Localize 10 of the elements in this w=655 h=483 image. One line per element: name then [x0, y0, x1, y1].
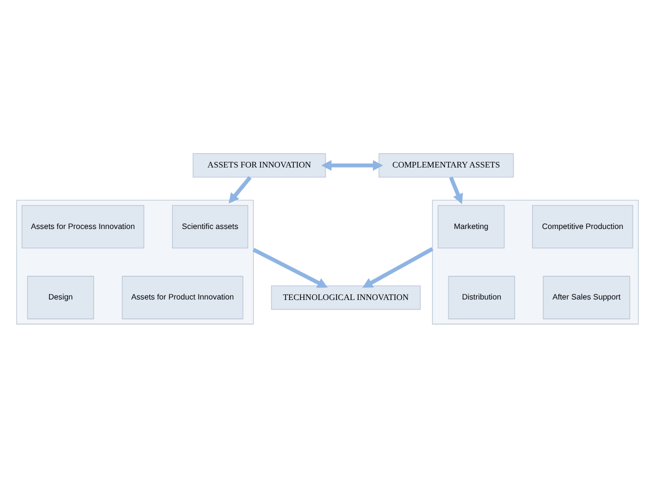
cluster: [16, 200, 254, 324]
node-box: TECHNOLOGICAL INNOVATION: [271, 285, 421, 310]
node-box: COMPLEMENTARY ASSETS: [378, 153, 514, 178]
cluster: [432, 200, 639, 324]
arrow: [321, 160, 384, 171]
arrow: [362, 247, 434, 288]
arrow: [228, 176, 252, 204]
arrow: [252, 248, 328, 288]
node-box: ASSETS FOR INNOVATION: [192, 153, 326, 178]
arrow: [449, 176, 463, 204]
